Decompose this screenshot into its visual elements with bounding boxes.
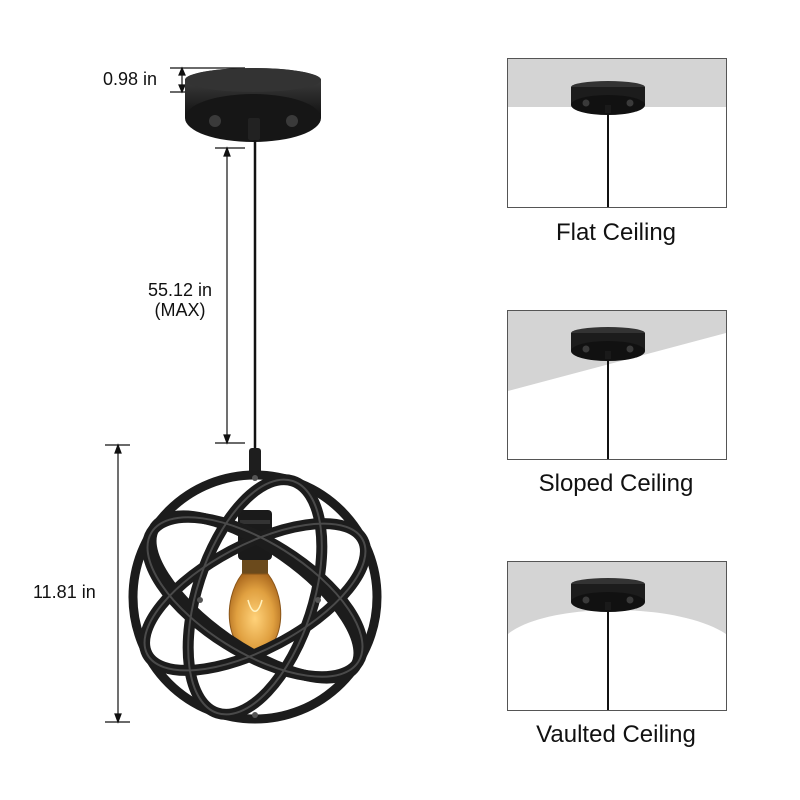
sloped-ceiling-panel	[507, 310, 727, 460]
ceiling-canopy-icon	[185, 68, 321, 142]
cord-length-label: 55.12 in (MAX)	[138, 280, 222, 320]
flat-ceiling-label: Flat Ceiling	[555, 219, 677, 246]
vaulted-ceiling-panel	[507, 561, 727, 711]
globe-height-label: 11.81 in	[33, 582, 96, 602]
cord-length-value: 55.12 in	[147, 280, 213, 300]
flat-ceiling-panel	[507, 58, 727, 208]
vaulted-ceiling-label: Vaulted Ceiling	[536, 721, 696, 748]
cord-dimension-marker	[215, 146, 245, 445]
cord-length-note: (MAX)	[154, 300, 206, 320]
sloped-ceiling-label: Sloped Ceiling	[538, 470, 694, 497]
cage-rivets	[197, 475, 321, 718]
ceiling-canopy-icon	[571, 81, 645, 115]
canopy-height-label: 0.98 in	[103, 69, 158, 89]
ceiling-canopy-icon	[571, 327, 645, 361]
canopy-dimension-marker	[170, 66, 245, 94]
cord-grip	[249, 448, 261, 478]
sphere-cage-highlights	[143, 478, 367, 716]
ceiling-canopy-icon	[571, 578, 645, 612]
globe-dimension-marker	[105, 443, 130, 724]
